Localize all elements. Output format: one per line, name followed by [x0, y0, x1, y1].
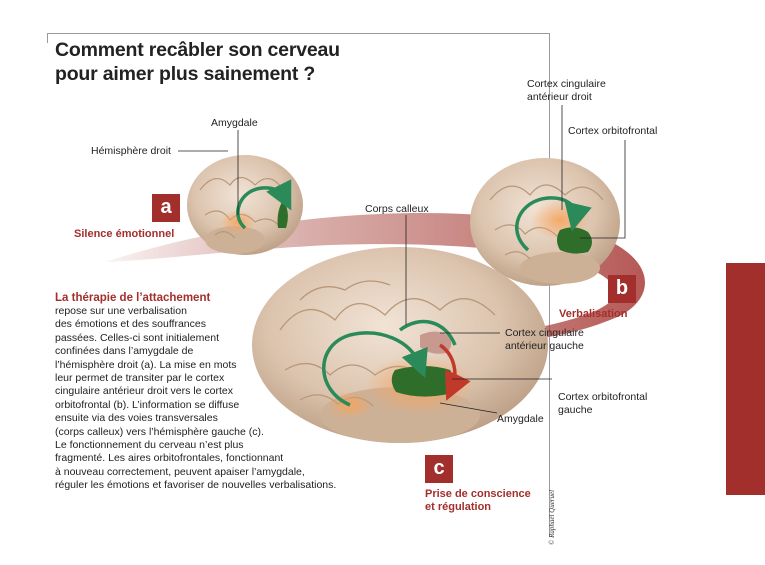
body-line: passées. Celles-ci sont initialement	[55, 331, 219, 344]
body-line: réguler les émotions et favoriser de nou…	[55, 479, 337, 492]
body-line: confinées dans l’amygdale de	[55, 345, 194, 358]
body-line: cingulaire antérieur droit vers le corte…	[55, 385, 233, 398]
figure-title: Comment recâbler son cerveau pour aimer …	[55, 38, 340, 86]
label-cortex-cingulaire-droit-2: antérieur droit	[527, 91, 592, 103]
leader-lines	[178, 105, 626, 414]
step-c-caption-2: et régulation	[425, 501, 492, 513]
body-line: repose sur une verbalisation	[55, 305, 187, 317]
label-cortex-cingulaire-gauche-1: Cortex cingulaire	[505, 327, 584, 339]
brain-c	[252, 247, 548, 443]
side-accent-bar	[726, 263, 765, 495]
label-cortex-orbitofrontal: Cortex orbitofrontal	[568, 125, 658, 137]
label-cortex-orbitofrontal-gauche-1: Cortex orbitofrontal	[558, 391, 648, 403]
photo-credit: © Raphaël Queruel	[548, 489, 556, 545]
step-c-badge: c	[425, 455, 453, 483]
label-amygdale-bottom: Amygdale	[497, 413, 544, 425]
body-line: orbitofrontal (b). L’information se diff…	[55, 398, 240, 411]
body-line: Le fonctionnement du cerveau n’est plus	[55, 439, 244, 452]
step-b-badge: b	[608, 275, 636, 303]
body-line: des émotions et des souffrances	[55, 318, 206, 331]
label-corps-calleux: Corps calleux	[365, 203, 429, 215]
label-cortex-cingulaire-droit-1: Cortex cingulaire	[527, 78, 606, 90]
body-line: leur permet de transiter par le cortex	[55, 372, 225, 385]
body-line: l’hémisphère droit (a). La mise en mots	[55, 358, 237, 371]
label-cortex-orbitofrontal-gauche-2: gauche	[558, 404, 593, 416]
label-cortex-cingulaire-gauche-2: antérieur gauche	[505, 340, 584, 352]
label-amygdale-top: Amygdale	[211, 117, 258, 129]
title-line-1: Comment recâbler son cerveau	[55, 39, 340, 61]
body-paragraph: repose sur une verbalisation des émotion…	[55, 305, 336, 493]
brain-b	[470, 158, 620, 286]
body-line: fragmenté. Les aires orbitofrontales, fo…	[55, 452, 284, 465]
step-a-caption: Silence émotionnel	[74, 228, 175, 240]
frame-corner	[47, 33, 48, 43]
step-a-badge: a	[152, 194, 180, 222]
body-line: ensuite via des voies transversales	[55, 412, 218, 425]
step-c-caption-1: Prise de conscience	[425, 488, 531, 500]
label-hemisphere-droit: Hémisphère droit	[91, 145, 171, 157]
title-line-2: pour aimer plus sainement ?	[55, 63, 316, 85]
brain-a	[187, 155, 303, 255]
body-line: à nouveau correctement, peuvent apaiser …	[55, 465, 305, 478]
body-line: (corps calleux) vers l’hémisphère gauche…	[55, 425, 264, 438]
step-b-caption: Verbalisation	[559, 308, 628, 320]
body-heading: La thérapie de l’attachement	[55, 292, 211, 304]
